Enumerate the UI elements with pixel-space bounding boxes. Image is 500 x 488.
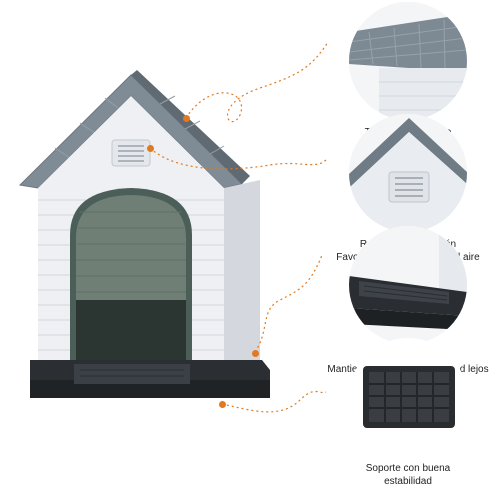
vent-grille [111, 139, 151, 167]
connector-lines [149, 41, 329, 413]
callout-dot-base [219, 401, 226, 408]
callout-dot-floor [252, 350, 259, 357]
callout-dot-roof [183, 115, 190, 122]
callout-dot-vents [147, 145, 154, 152]
feature-base: Soporte con buena estabilidad [318, 338, 498, 488]
feature-base-line2: estabilidad [384, 476, 432, 487]
roof-detail-image [349, 2, 467, 120]
vents-detail-image [349, 114, 467, 232]
feature-vents: Rejillas de ventilación Favorecen la cir… [318, 114, 498, 264]
dog-house-image [18, 70, 270, 398]
base-detail-image [349, 338, 467, 456]
feature-base-line1: Soporte con buena [365, 463, 451, 474]
product-image-stage: Techo con caída de 2 aguas Rejillas de v… [18, 2, 498, 487]
floor-detail-image [349, 226, 467, 344]
